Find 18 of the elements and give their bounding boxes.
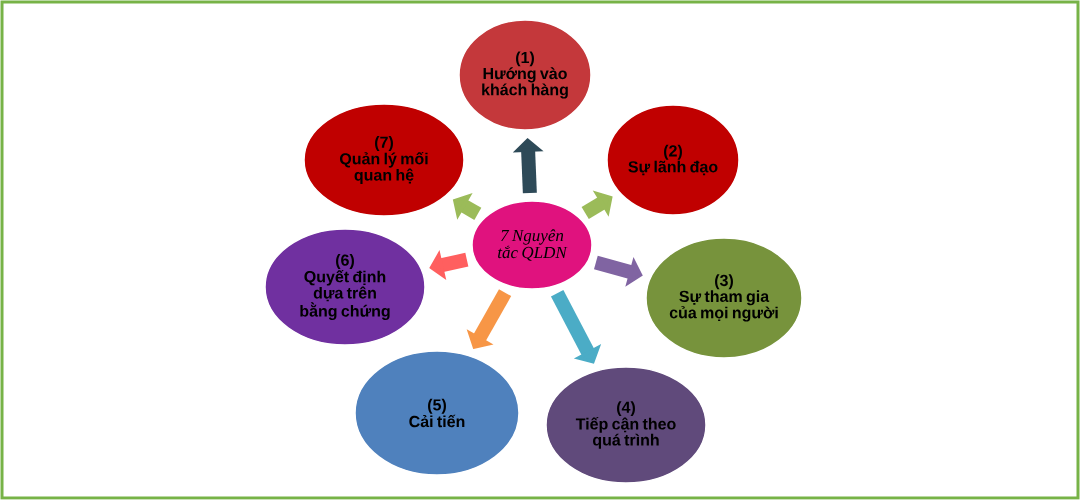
ellipse-text: 7 Nguyên tắc QLDN	[498, 229, 568, 261]
principle-ellipse	[458, 19, 592, 131]
principle-ellipse	[606, 104, 740, 216]
ellipse-text: (6) Quyết định dựa trên bằng chứng	[300, 254, 390, 320]
ellipse-text: (5) Cải tiến	[409, 398, 465, 428]
ellipse-text: (2) Sự lãnh đạo	[628, 144, 718, 176]
ellipse-text: (4) Tiếp cận theo quá trình	[575, 401, 676, 449]
center-ellipse	[471, 200, 593, 290]
principle-ellipse	[545, 366, 707, 484]
block-arrow	[581, 190, 613, 219]
principle-ellipse	[354, 350, 520, 476]
block-arrow	[550, 289, 602, 364]
principle-ellipse	[645, 237, 803, 359]
principle-ellipse	[264, 228, 426, 346]
ellipse-text: (7) Quản lý mối quan hệ	[340, 136, 428, 184]
ellipse-text: (3) Sự tham gia của mọi người	[669, 274, 778, 322]
principle-ellipse	[303, 103, 465, 217]
ellipse-text: (1) Hướng vào khách hàng	[482, 51, 568, 99]
